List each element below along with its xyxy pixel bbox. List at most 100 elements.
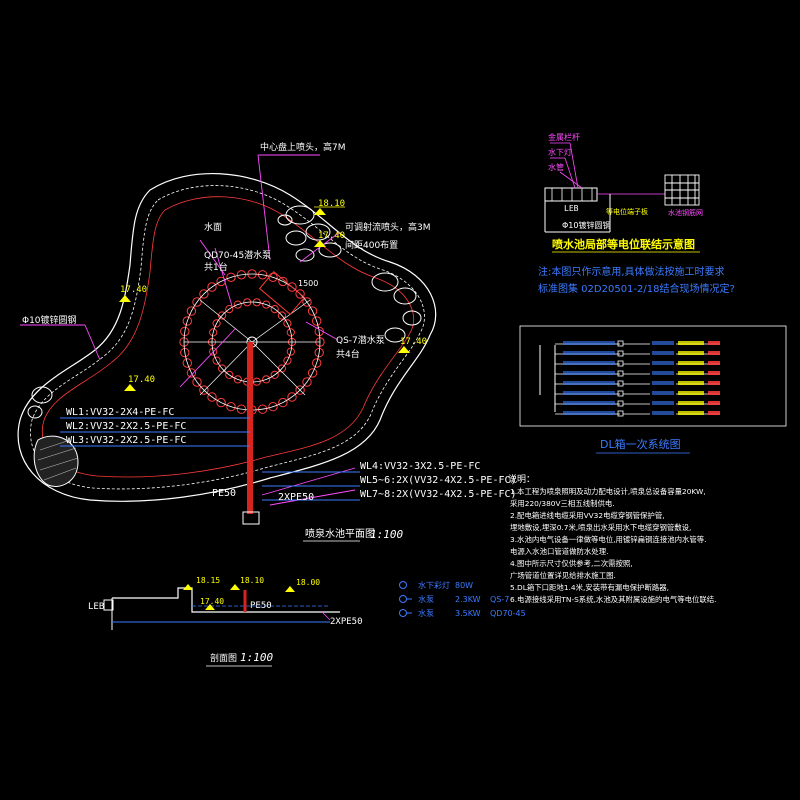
- circuit-wl2: WL2:VV32-2X2.5-PE-FC: [66, 421, 186, 432]
- jet-nozzle: [199, 385, 209, 395]
- section-elev-c: 18.00: [296, 578, 320, 587]
- pond-plan: 18.10 17.40 17.40 17.40 17.40 中心盘上喷头，高7M…: [17, 141, 517, 542]
- jet-nozzle: [277, 311, 286, 320]
- jet-nozzle: [233, 300, 242, 309]
- leader-lines: [20, 154, 356, 506]
- jet-nozzle: [192, 297, 202, 307]
- dl-row-mark: [652, 391, 674, 395]
- legend-item-3: 水泵 3.5KW QD70-45: [399, 608, 526, 618]
- jet-nozzle: [180, 326, 190, 337]
- elev-marker-4: 17.40: [398, 337, 427, 353]
- rock-cluster-right: [371, 272, 422, 343]
- legend-item-2: 水泵 2.3KW QS-7: [399, 594, 509, 604]
- elev-text-5: 17.40: [318, 231, 345, 241]
- elev-marker-3: 17.40: [124, 375, 155, 391]
- jet-nozzle: [218, 311, 227, 320]
- note-2: 采用220/380V三相五线制供电.: [510, 499, 615, 508]
- dl-row-mark: [563, 401, 615, 405]
- legend-model-2: QS-7: [490, 595, 509, 604]
- jet-nozzle: [295, 385, 305, 395]
- dl-row-mark: [563, 361, 615, 365]
- bonding-mesh-note: 水池钢筋网: [668, 208, 703, 217]
- dl-row-mark: [617, 390, 624, 397]
- bonding-title: 喷水池局部等电位联结示意图: [552, 237, 695, 251]
- label-pe50: PE50: [212, 488, 236, 499]
- jet-nozzle: [312, 316, 322, 326]
- label-center-jet: 中心盘上喷头，高7M: [260, 141, 346, 153]
- jet-nozzle: [180, 347, 190, 358]
- jet-nozzle: [225, 305, 234, 314]
- note-3: 2.配电箱进线电缆采用VV32电缆穿钢管保护管,: [510, 511, 665, 520]
- dl-circuit-rows: [555, 340, 720, 417]
- dl-row-mark: [708, 401, 720, 405]
- label-pump-left: QD70-45潜水泵: [204, 249, 271, 261]
- jet-nozzle: [226, 272, 236, 282]
- rebar-mesh: [664, 174, 700, 206]
- jet-nozzle: [209, 328, 218, 337]
- dl-row-mark: [652, 341, 674, 345]
- bonding-label-pipe: 水管: [548, 162, 564, 172]
- jet-nozzle: [286, 328, 295, 337]
- jet-nozzle: [295, 289, 305, 299]
- jet-nozzle: [262, 375, 271, 384]
- notes-heading: 说明：: [508, 473, 535, 485]
- jet-nozzle: [262, 300, 271, 309]
- label-pump-right-count: 共4台: [336, 348, 360, 360]
- dl-row-mark: [563, 341, 615, 345]
- jet-nozzle: [287, 392, 297, 402]
- jet-nozzle: [192, 377, 202, 387]
- jet-nozzle: [186, 306, 197, 316]
- dl-row-mark: [678, 381, 704, 385]
- dl-row-mark: [708, 391, 720, 395]
- bonding-leb: LEB: [564, 204, 579, 213]
- jet-nozzle: [226, 402, 236, 412]
- section-pipe: 2XPE50: [330, 617, 363, 627]
- elev-text-4: 17.40: [400, 337, 427, 347]
- jet-nozzle: [209, 347, 218, 356]
- jet-nozzle: [186, 368, 197, 378]
- note-1: 1.本工程为喷泉照明及动力配电设计,喷泉总设备容量20KW,: [510, 487, 706, 496]
- legend: 水下彩灯 80W 水泵 2.3KW QS-7 水泵 3.5KW QD70-45: [399, 580, 526, 618]
- label-pump-left-count: 共1台: [204, 261, 228, 273]
- jet-nozzle: [236, 270, 247, 280]
- section-elev-b: 18.10: [240, 576, 264, 585]
- note-7: 4.图中所示尺寸仅供参考,二次需按照,: [510, 559, 633, 568]
- label-pump-right: QS-7潜水泵: [336, 334, 385, 346]
- dl-row-mark: [563, 381, 615, 385]
- dl-row-mark: [678, 351, 704, 355]
- legend-power-3: 3.5KW: [455, 609, 481, 618]
- note-top-line2: 标准图集 02D20501-2/18结合现场情况定?: [538, 282, 735, 295]
- dl-row-mark: [678, 411, 704, 415]
- jet-nozzle: [212, 356, 221, 365]
- jet-nozzle: [212, 319, 221, 328]
- jet-nozzle: [182, 358, 193, 368]
- jet-nozzle: [199, 289, 209, 299]
- dl-row-mark: [708, 341, 720, 345]
- dl-row-mark: [678, 391, 704, 395]
- section-scale: 1:100: [240, 651, 273, 664]
- jet-nozzle: [257, 404, 268, 414]
- label-dim: 1500: [298, 279, 318, 288]
- section-title: 剖面图: [210, 652, 237, 664]
- plan-title: 喷泉水池平面图: [305, 527, 375, 540]
- dl-row-mark: [563, 411, 615, 415]
- dl-row-mark: [617, 400, 624, 407]
- dl-row-mark: [708, 411, 720, 415]
- jet-nozzle: [225, 370, 234, 379]
- note-8: 广场管道位置详见给排水施工图.: [510, 571, 616, 580]
- elev-text-1: 18.10: [318, 199, 345, 209]
- elev-text-2: 17.40: [120, 285, 147, 295]
- jet-nozzle: [302, 377, 312, 387]
- dl-row-mark: [652, 361, 674, 365]
- elev-marker-5: 17.40: [314, 231, 345, 247]
- section-elev-a: 18.15: [196, 576, 220, 585]
- jet-nozzle: [233, 375, 242, 384]
- jet-nozzle: [307, 368, 318, 378]
- label-rebar: Φ10镀锌圆钢: [22, 314, 77, 326]
- dl-row-mark: [678, 341, 704, 345]
- plan-scale: 1:100: [370, 528, 403, 541]
- circuit-leaders: [60, 417, 360, 501]
- dl-system-diagram: DL箱一次系统图: [519, 325, 787, 454]
- dl-row-mark: [617, 380, 624, 387]
- jet-nozzle: [268, 402, 278, 412]
